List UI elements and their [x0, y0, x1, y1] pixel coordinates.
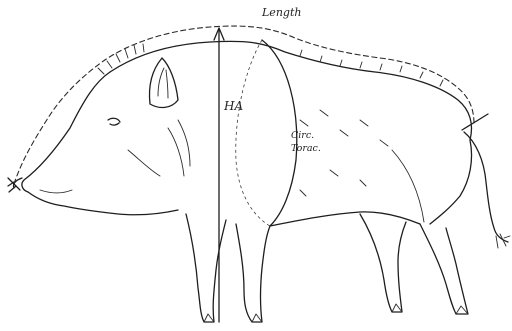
boar-front-leg-left	[186, 214, 226, 322]
boar-mouth-line	[40, 190, 72, 193]
boar-jowl	[128, 120, 190, 176]
length-label: Length	[261, 6, 301, 19]
girth-label-line2: Torac.	[291, 143, 321, 154]
boar-front-hooves	[204, 314, 262, 322]
boar-jaw-line	[28, 192, 178, 215]
boar-tail	[464, 132, 508, 242]
boar-ear-inner	[158, 68, 168, 98]
boar-hind-quarter	[430, 140, 472, 224]
boar-ear	[150, 58, 179, 107]
height-label: HA	[223, 99, 243, 113]
girth-label-line1: Circ.	[291, 130, 314, 141]
boar-bristles	[98, 44, 443, 86]
boar-thigh-line	[392, 150, 424, 222]
boar-outline	[8, 41, 510, 322]
boar-front-leg-right	[236, 224, 270, 322]
boar-hind-leg-left	[360, 214, 406, 312]
boar-hind-hooves	[392, 304, 468, 314]
boar-head-line	[22, 72, 110, 192]
length-end-tick	[462, 114, 488, 130]
boar-belly-line	[270, 212, 420, 226]
boar-hind-leg-right	[420, 224, 468, 314]
boar-eye	[108, 118, 120, 125]
girth-measure-back	[236, 40, 270, 226]
